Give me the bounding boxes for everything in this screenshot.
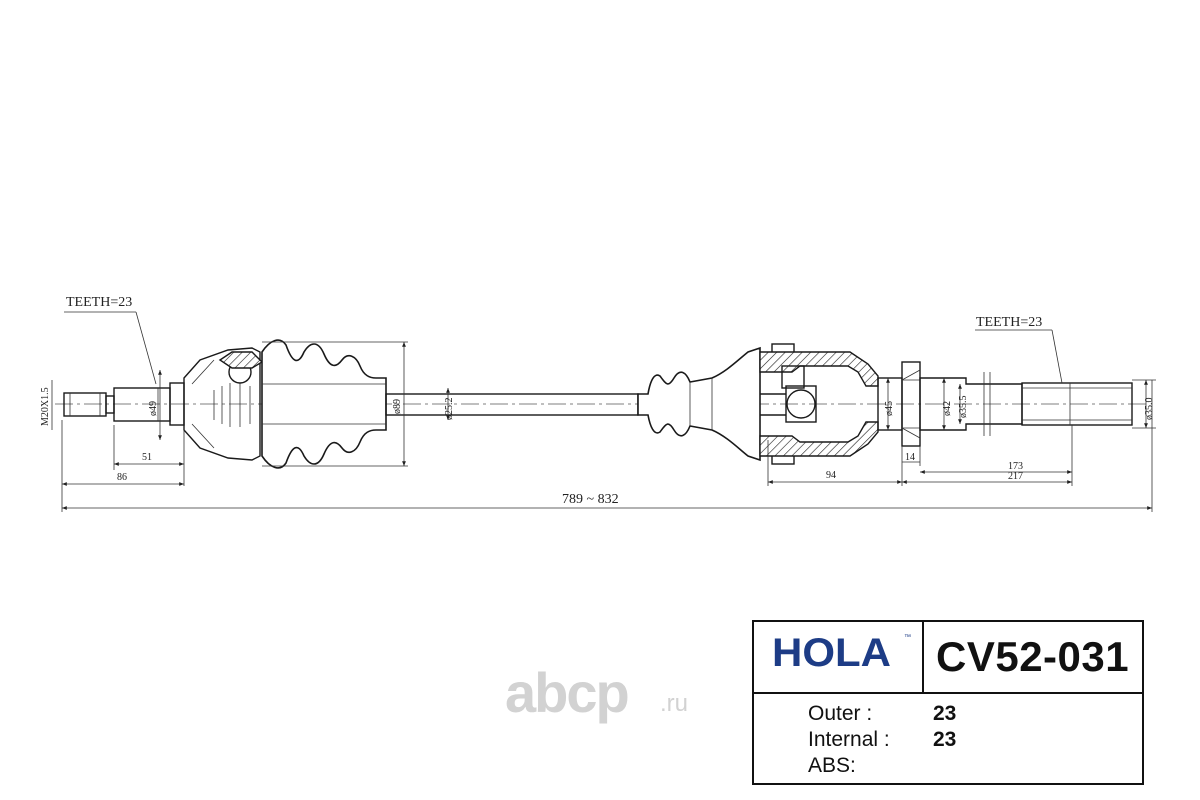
dim-51: 51 xyxy=(142,452,152,463)
dim-14: 14 xyxy=(905,452,915,463)
brand-logo-cell: HOLA ™ xyxy=(754,622,924,692)
spec-value: 23 xyxy=(933,702,957,725)
outer-teeth-label: TEETH=23 xyxy=(66,295,132,310)
dim-173: 173 xyxy=(1008,461,1023,472)
brand-trademark: ™ xyxy=(904,634,911,641)
abcp-watermark-logo: abcp xyxy=(505,668,630,724)
dim-217: 217 xyxy=(1008,471,1023,482)
dim-outer-stub-dia: ø49 xyxy=(148,401,159,416)
tripod-housing-bottom xyxy=(759,421,879,457)
dim-spline-dia: ø35.0 xyxy=(1144,398,1155,421)
outer-bell-housing xyxy=(183,347,261,461)
dim-total-length: 789 ~ 832 xyxy=(562,492,619,507)
dim-inner-dia-3: ø35.5 xyxy=(958,396,969,419)
spec-label: Internal : xyxy=(808,728,890,751)
dim-cup-dia: ø89 xyxy=(392,399,403,414)
watermark-text: abcp xyxy=(505,668,628,724)
spec-label: ABS: xyxy=(808,754,856,777)
tripod-housing-top xyxy=(759,351,879,387)
dim-86: 86 xyxy=(117,472,127,483)
dim-94: 94 xyxy=(826,470,836,481)
brand-logo: HOLA xyxy=(772,631,891,675)
outer-cv-joint xyxy=(63,339,387,469)
inner-spline xyxy=(1021,382,1133,426)
thread-label: M20X1.5 xyxy=(40,387,51,426)
outer-spline xyxy=(113,387,171,422)
part-info-table: HOLA ™ CV52-031 Outer : 23 Internal : 23… xyxy=(752,620,1144,785)
dim-shaft-dia: ø25.2 xyxy=(444,398,455,421)
part-number: CV52-031 xyxy=(936,633,1130,680)
spec-value: 23 xyxy=(933,728,957,751)
inner-cv-joint xyxy=(637,343,1133,465)
dim-inner-dia-2: ø42 xyxy=(942,401,953,416)
dim-inner-dia-1: ø45 xyxy=(884,401,895,416)
outer-boot xyxy=(261,339,387,469)
watermark-suffix: .ru xyxy=(660,690,689,717)
spec-label: Outer : xyxy=(808,702,873,725)
info-table-header: HOLA ™ CV52-031 xyxy=(754,622,1142,694)
inner-boot xyxy=(637,346,761,462)
dimension-lines xyxy=(51,311,1156,512)
drive-shaft xyxy=(385,393,639,416)
inner-teeth-label: TEETH=23 xyxy=(976,315,1042,330)
